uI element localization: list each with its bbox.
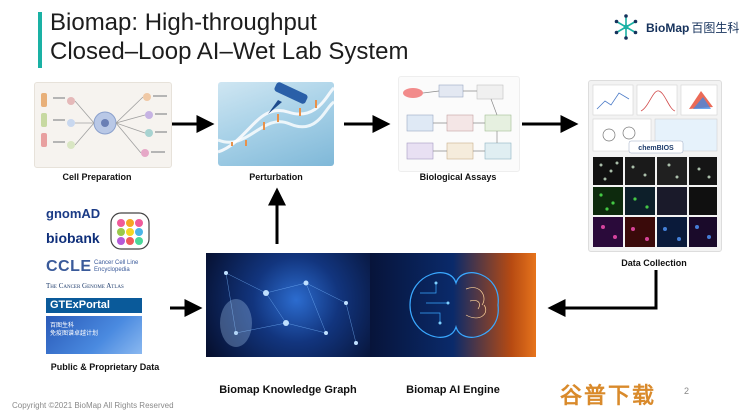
dataset-dots-icon (110, 212, 150, 250)
ai-engine-label: Biomap AI Engine (406, 384, 500, 396)
cell-preparation-illustration (41, 93, 167, 157)
data-sources-panel: gnomAD biobank CCLE Cancer Cell Line Enc… (44, 200, 170, 358)
logo-text-en: BioMap (646, 20, 690, 35)
arrow-data-to-ai (547, 270, 658, 317)
snowflake-logo-icon (614, 14, 638, 40)
data-collection-image: chemBIOS (588, 80, 722, 252)
assay-workflow-illustration (403, 84, 512, 160)
chembios-badge: chemBIOS (638, 145, 674, 152)
cell-preparation-label: Cell Preparation (62, 172, 132, 182)
gtex-logo-text: GTExPortal (50, 299, 110, 311)
title-line-1: Biomap: High-throughput (50, 9, 317, 36)
knowledge-graph-image (206, 253, 370, 357)
biobank-logo: biobank (46, 230, 100, 246)
perturbation-image (218, 82, 334, 166)
copyright-footer: Copyright ©2021 BioMap All Rights Reserv… (12, 401, 174, 410)
ccle-subtitle-1: Cancer Cell Line (94, 260, 139, 266)
tcga-logo: The Cancer Genome Atlas (46, 282, 124, 290)
dna-perturbation-illustration (218, 82, 334, 154)
biological-assays-label: Biological Assays (419, 172, 497, 182)
immune-atlas-line-1: 百图生科 (50, 323, 75, 329)
ai-engine-image (370, 253, 536, 357)
perturbation-label: Perturbation (249, 172, 303, 182)
biological-assays-image (398, 76, 520, 172)
knowledge-graph-label: Biomap Knowledge Graph (219, 384, 357, 396)
ccle-logo: CCLE (46, 258, 92, 275)
immune-atlas-line-2: 免疫图谱卓越计划 (50, 331, 99, 337)
title-line-2: Closed–Loop AI–Wet Lab System (50, 38, 409, 65)
gnomad-logo: gnomAD (46, 206, 101, 221)
public-data-label: Public & Proprietary Data (50, 362, 160, 372)
brain-circuit-illustration (409, 272, 499, 338)
cell-preparation-image (34, 82, 172, 168)
network-graph-illustration (220, 271, 358, 347)
logo-text-cn: 百图生科 (691, 20, 740, 35)
page-number: 2 (684, 386, 690, 396)
watermark-text: 谷普下载 (560, 383, 657, 408)
data-collection-collage: chemBIOS (592, 84, 718, 247)
chembios-badge-group: chemBIOS (638, 145, 674, 152)
data-collection-label: Data Collection (621, 258, 687, 268)
page-title: Biomap: High-throughput Closed–Loop AI–W… (50, 8, 408, 66)
immune-atlas-banner: 百图生科 免疫图谱卓越计划 (46, 316, 142, 354)
gtex-logo: GTExPortal (46, 298, 142, 313)
ccle-subtitle-2: Encyclopedia (94, 267, 130, 273)
title-accent-bar (38, 12, 42, 68)
